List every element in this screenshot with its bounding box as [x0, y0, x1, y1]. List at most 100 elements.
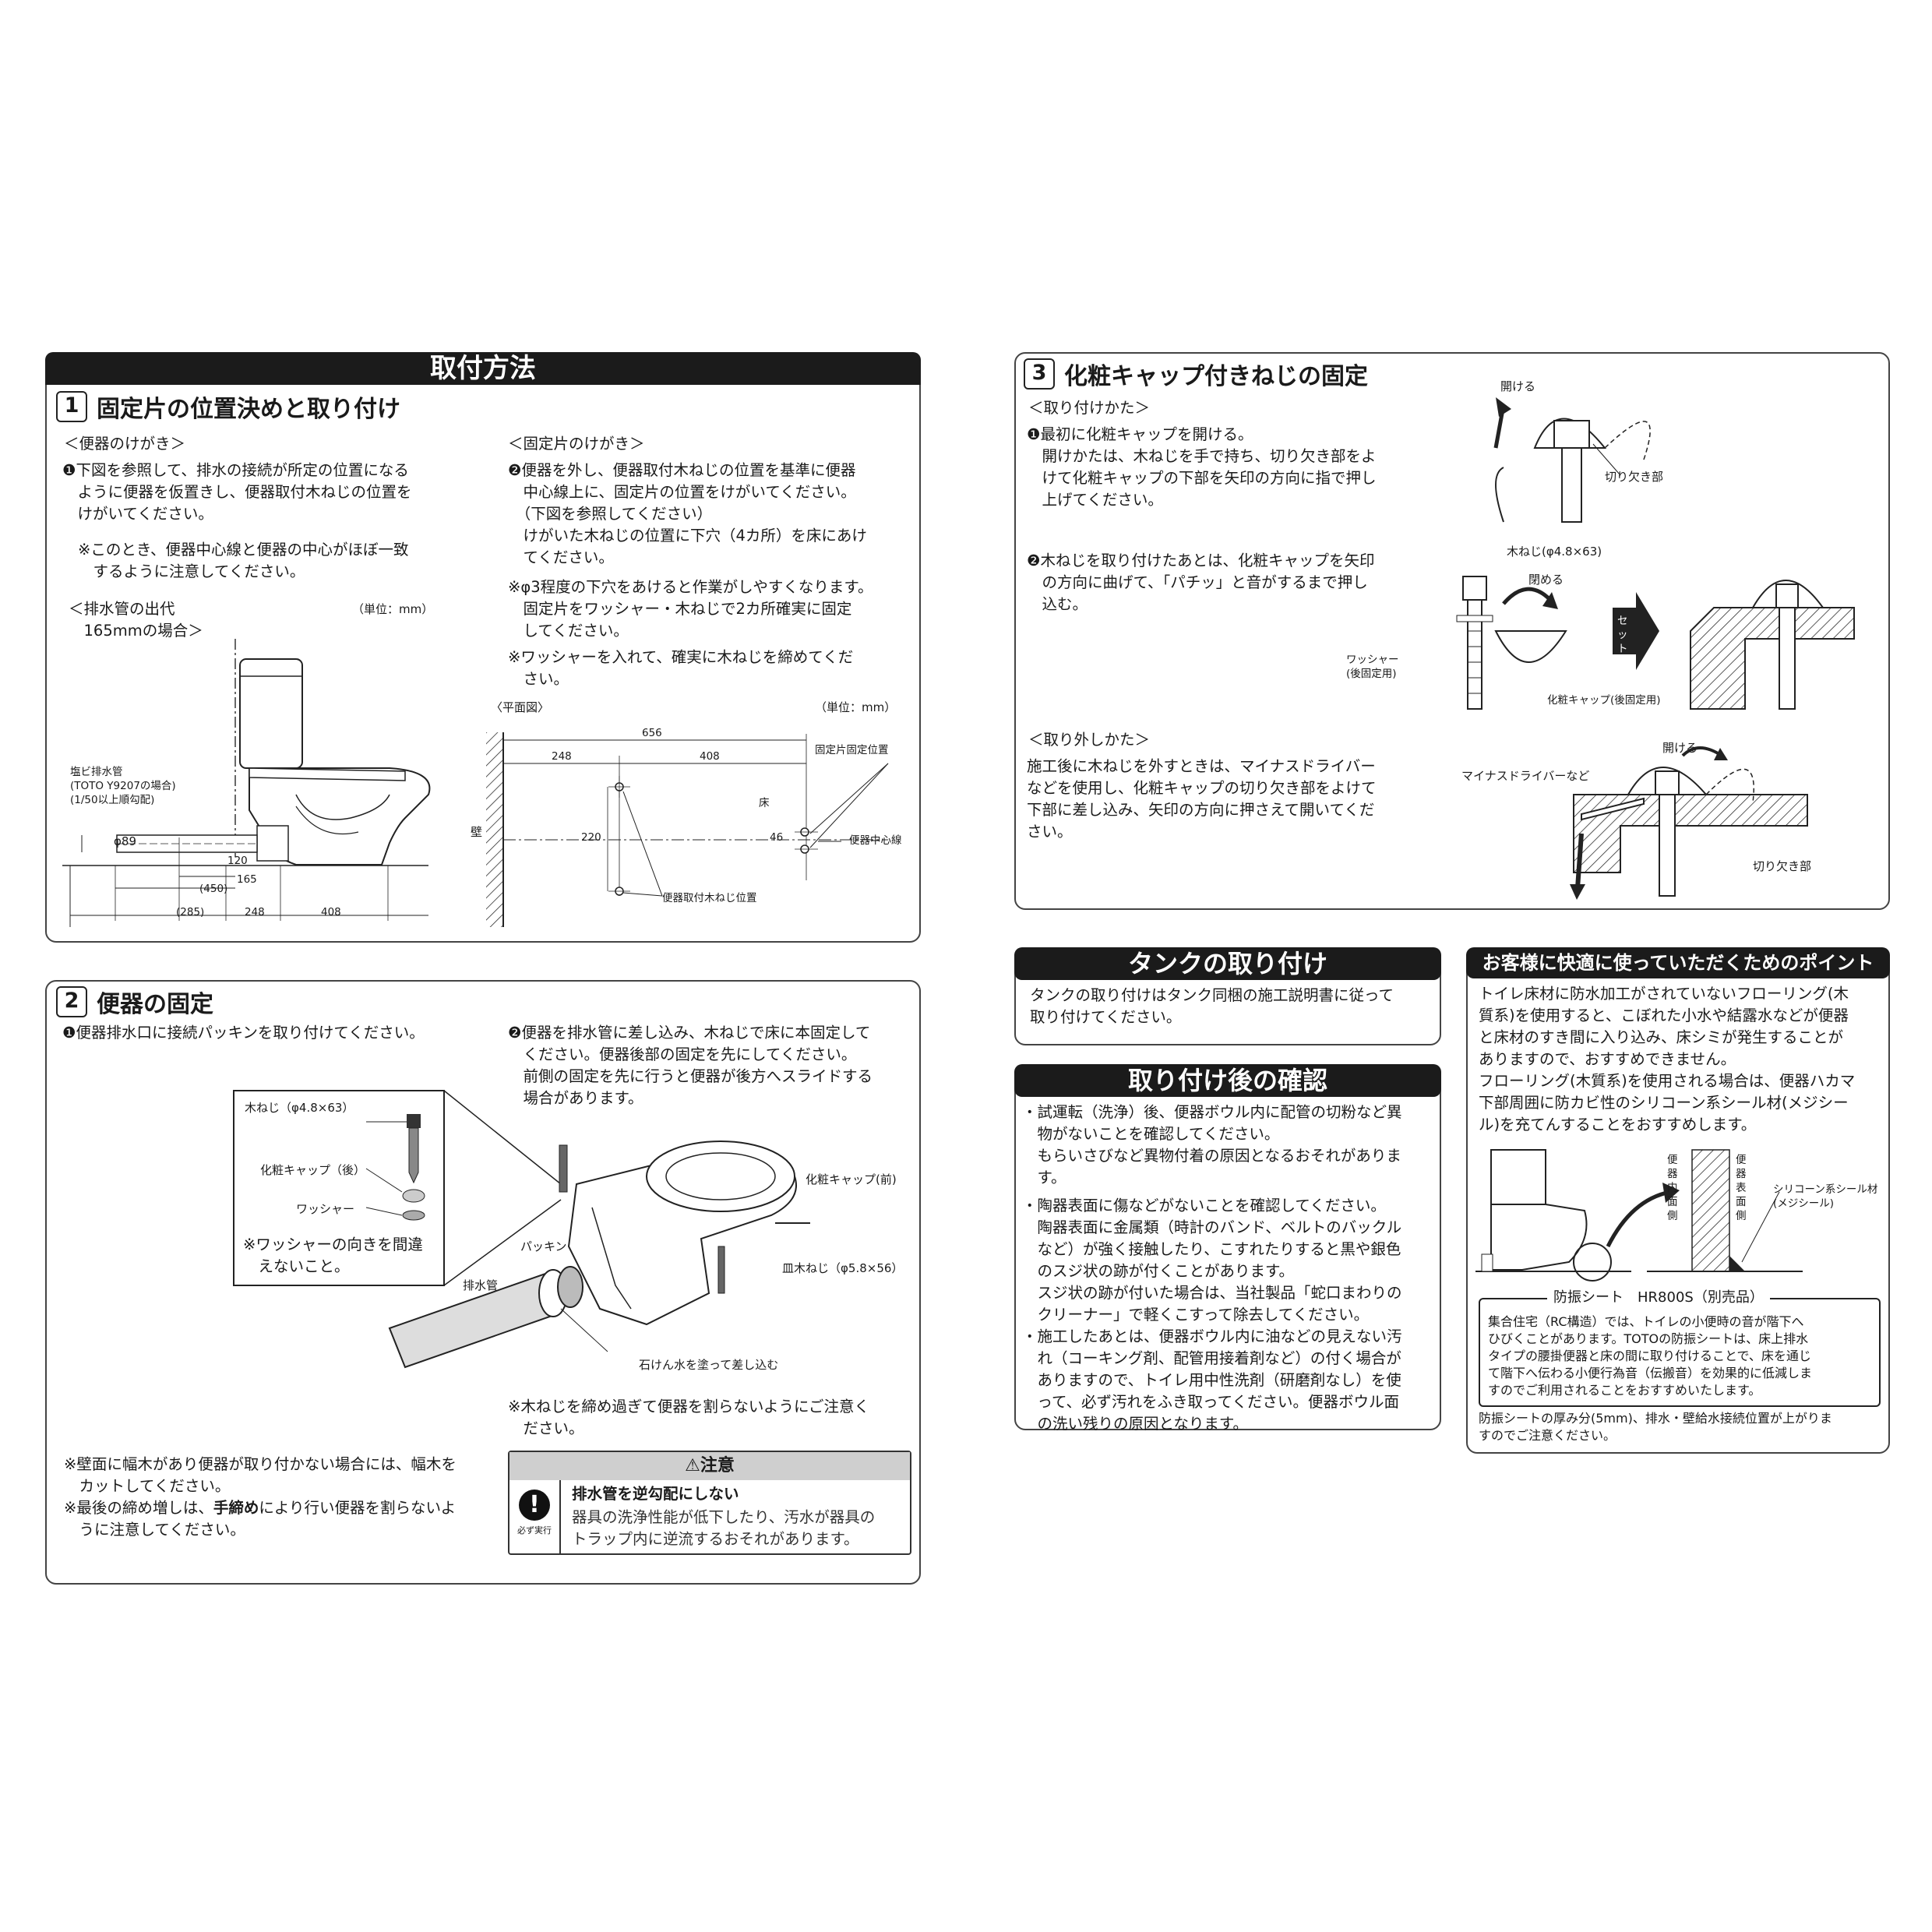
section-2-title: 2 便器の固定	[56, 985, 213, 1019]
install-header: 取付方法	[45, 352, 921, 385]
kotei-note-2: ※ワッシャーを入れて、確実に木ねじを締めてくだ さい。	[508, 648, 854, 688]
s2-step-2: ❷便器を排水管に差し込み、木ねじで床に本固定して ください。便器後部の固定を先に…	[508, 1024, 873, 1107]
section-3-title: 3 化粧キャップ付きねじの固定	[1024, 357, 1368, 391]
unit-label-1: （単位：mm）	[352, 602, 434, 616]
s2-step-1: ❶便器排水口に接続パッキンを取り付けてください。	[62, 1024, 425, 1042]
cap-close-diagram	[1456, 576, 1855, 710]
check-panel	[1014, 1064, 1441, 1430]
side-view-diagram	[62, 639, 431, 927]
dim-120: 120	[227, 855, 248, 867]
s2-note-habaki: ※壁面に幅木があり便器が取り付かない場合には、幅木を カットしてください。	[64, 1455, 457, 1495]
plan-screw-label: 便器取付木ねじ位置	[662, 892, 757, 904]
check-bullet-2: ・陶器表面に傷などがないことを確認してください。 陶器表面に金属類（時計のバンド…	[1022, 1197, 1402, 1324]
sheet-text: 集合住宅（RC構造）では、トイレの小便時の音が階下へ ひびくことがあります。TO…	[1488, 1314, 1813, 1398]
plan-dim-248: 248	[552, 750, 572, 763]
seal-diagram	[1475, 1149, 1803, 1282]
plan-fix-label: 固定片固定位置	[815, 744, 889, 756]
s2-cap-front-label: 化粧キャップ(前)	[806, 1172, 897, 1186]
caution-head-text: 排水管を逆勾配にしない	[572, 1485, 739, 1503]
seal-material-label: シリコーン系シール材 (メジシール)	[1773, 1183, 1878, 1210]
s2-screw-label: 木ねじ（φ4.8×63）	[245, 1101, 354, 1115]
check-bullet-3: ・施工したあとは、便器ボウル内に油などの見えない汚 れ（コーキング剤、配管用接着…	[1022, 1327, 1402, 1433]
note-last-a: ※最後の締め増しは、	[64, 1499, 213, 1517]
drain-title: ＜排水管の出代 165mmの場合＞	[69, 600, 203, 640]
points-footer: 防振シートの厚み分(5mm)、排水・壁給水接続位置が上がりま すのでご注意くださ…	[1479, 1411, 1832, 1443]
points-text: トイレ床材に防水加工がされていないフローリング(木 質系)を使用すると、こぼれた…	[1479, 985, 1856, 1133]
pipe-label: 塩ビ排水管 (TOTO Y9207の場合) (1/50以上順勾配)	[70, 766, 176, 806]
note-last-c: により行い便器を割らないよ うに注意してください。	[79, 1499, 457, 1539]
section-3-label: 化粧キャップ付きねじの固定	[1064, 363, 1368, 390]
s3-notch2-label: 切り欠き部	[1753, 859, 1812, 873]
s2-note-screw: ※木ねじを締め過ぎて便器を割らないようにご注意く ださい。	[508, 1398, 870, 1437]
dim-248: 248	[245, 906, 265, 918]
s3-set-label: セット後	[1617, 615, 1628, 669]
s2-packing-label: パッキン	[520, 1239, 567, 1253]
cap-remove-diagram	[1570, 746, 1808, 900]
toilet-fixing-diagram	[233, 1090, 810, 1369]
s3-how-title: ＜取り付けかた＞	[1028, 399, 1151, 417]
tank-header: タンクの取り付け	[1014, 947, 1441, 980]
section-2-label: 便器の固定	[97, 991, 213, 1018]
caution-icon-label: 必ず実行	[517, 1525, 552, 1535]
s2-washer-note: ※ワッシャーの向きを間違 えないこと。	[243, 1236, 423, 1275]
kotei-text: ❷便器を外し、便器取付木ねじの位置を基準に便器 中心線上に、固定片の位置をけがい…	[508, 461, 867, 566]
section-2-number: 2	[56, 986, 87, 1017]
kotei-title: ＜固定片のけがき＞	[508, 435, 645, 453]
unit-label-2: （単位：mm）	[815, 700, 897, 714]
s2-soap-label: 石けん水を塗って差し込む	[639, 1358, 779, 1372]
s2-note-last: ※最後の締め増しは、手締めにより行い便器を割らないよ うに注意してください。	[64, 1497, 456, 1541]
s3-how-2: ❷木ねじを取り付けたあとは、化粧キャップを矢印 の方向に曲げて、「パチッ」と音が…	[1027, 552, 1375, 613]
section-1-label: 固定片の位置決めと取り付け	[97, 396, 400, 423]
caution-box: ⚠注意 ! 必ず実行 排水管を逆勾配にしない 器具の洗浄性能が低下したり、汚水が…	[508, 1451, 911, 1555]
tank-text: タンクの取り付けはタンク同梱の施工説明書に従って 取り付けてください。	[1030, 986, 1394, 1026]
kotei-note-1: ※φ3程度の下穴をあけると作業がしやすくなります。 固定片をワッシャー・木ねじで…	[508, 578, 873, 640]
s3-open-label: 開ける	[1500, 379, 1536, 393]
s3-washer-label: ワッシャー (後固定用)	[1346, 654, 1399, 680]
s2-washer-label: ワッシャー	[296, 1202, 355, 1216]
seal-inner-label: 便器内面側	[1667, 1154, 1678, 1222]
plan-dim-656: 656	[642, 727, 662, 739]
kegaki-text: ❶下図を参照して、排水の接続が所定の位置になる ように便器を仮置きし、便器取付木…	[62, 461, 412, 523]
plan-dim-46: 46	[770, 831, 784, 844]
dim-phi89: φ89	[114, 834, 136, 848]
dim-285: (285)	[176, 906, 205, 918]
s2-cap-rear-label: 化粧キャップ（後）	[260, 1163, 366, 1177]
s2-pipe-label: 排水管	[463, 1278, 499, 1292]
cap-open-diagram	[1493, 397, 1651, 523]
caution-icon-area: ! 必ず実行	[509, 1480, 561, 1553]
s3-close-label: 閉める	[1528, 573, 1564, 587]
plan-dim-408: 408	[700, 750, 720, 763]
s3-cap-label: 化粧キャップ(後固定用)	[1547, 694, 1661, 707]
points-header: お客様に快適に使っていただくためのポイント	[1466, 947, 1890, 978]
plan-wall: 壁	[471, 825, 483, 839]
plan-center-label: 便器中心線	[849, 834, 902, 847]
section-1-number: 1	[56, 391, 87, 422]
kegaki-title: ＜便器のけがき＞	[64, 435, 186, 453]
plan-title: 〈平面図〉	[491, 700, 550, 714]
check-bullet-1: ・試運転（洗浄）後、便器ボウル内に配管の切粉など異 物がないことを確認してくださ…	[1022, 1103, 1402, 1186]
plan-dim-220: 220	[581, 831, 601, 844]
s3-screw-label: 木ねじ(φ4.8×63)	[1507, 545, 1602, 559]
s3-open2-label: 開ける	[1662, 741, 1698, 755]
kegaki-note: ※このとき、便器中心線と便器の中心がほぼ一致 するように注意してください。	[78, 541, 409, 580]
dim-408: 408	[321, 906, 341, 918]
note-last-bold: 手締め	[213, 1499, 259, 1517]
seal-outer-label: 便器表面側	[1736, 1154, 1747, 1222]
check-header: 取り付け後の確認	[1014, 1064, 1441, 1097]
caution-title: ⚠注意	[509, 1452, 910, 1480]
s3-remove-text: 施工後に木ねじを外すときは、マイナスドライバー などを使用し、化粧キャップの切り…	[1027, 757, 1377, 841]
plan-view-diagram	[486, 732, 889, 927]
s2-sara-label: 皿木ねじ（φ5.8×56）	[782, 1261, 904, 1275]
dim-165: 165	[237, 873, 257, 886]
s3-remove-title: ＜取り外しかた＞	[1028, 731, 1151, 749]
exclamation-icon: !	[519, 1490, 550, 1521]
dim-450: (450)	[199, 883, 228, 895]
sheet-title: 防振シート HR800S（別売品）	[1547, 1290, 1770, 1306]
section-3-number: 3	[1024, 358, 1055, 390]
caution-body: 器具の洗浄性能が低下したり、汚水が器具の トラップ内に逆流するおそれがあります。	[572, 1508, 876, 1548]
s3-notch-label: 切り欠き部	[1605, 470, 1664, 484]
section-1-title: 1 固定片の位置決めと取り付け	[56, 390, 400, 424]
plan-floor: 床	[759, 797, 770, 809]
s3-how-1: ❶最初に化粧キャップを開ける。 開けかたは、木ねじを手で持ち、切り欠き部をよ け…	[1027, 425, 1377, 509]
s3-driver-label: マイナスドライバーなど	[1461, 769, 1590, 783]
